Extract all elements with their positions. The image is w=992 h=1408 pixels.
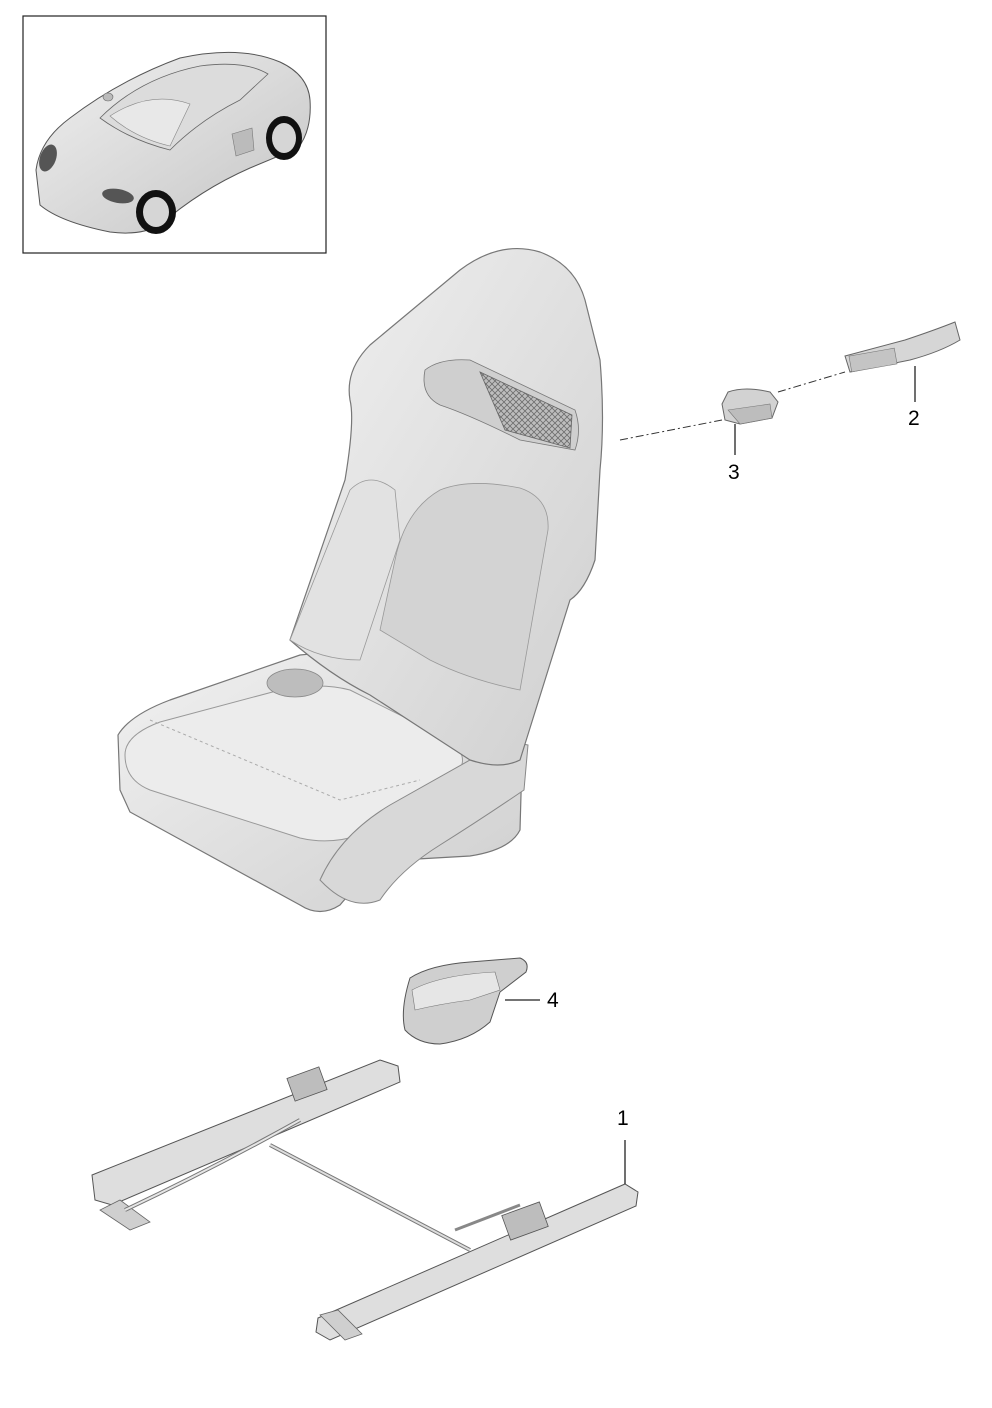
part-3-belt-guide — [721, 388, 779, 425]
callout-1: 1 — [617, 1107, 629, 1130]
leader-lines — [505, 366, 916, 1184]
part-2-strap-cover — [844, 321, 961, 373]
part-1-seat-rail — [91, 1059, 639, 1341]
callout-2: 2 — [908, 407, 920, 430]
part-4-trim-cover — [402, 957, 528, 1045]
sport-seat — [117, 247, 604, 913]
callout-4: 4 — [547, 989, 559, 1012]
alignment-line — [619, 371, 846, 441]
vehicle-thumbnail — [22, 15, 327, 254]
callout-3: 3 — [728, 461, 740, 484]
